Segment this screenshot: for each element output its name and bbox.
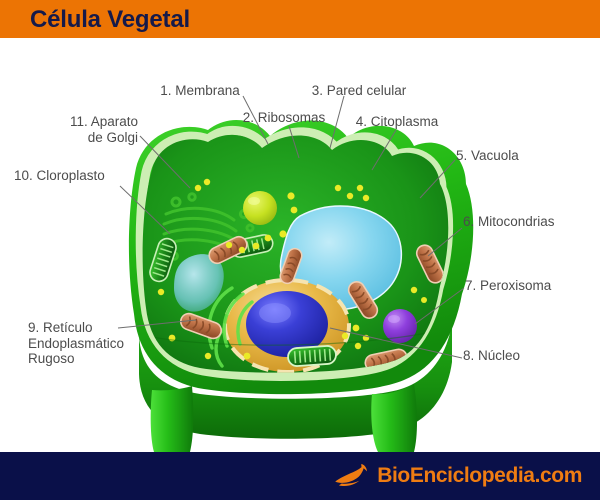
page-title: Célula Vegetal — [30, 6, 190, 33]
membrana-shape — [135, 125, 454, 381]
label-ribosomas: 2. Ribosomas — [242, 110, 326, 125]
label-pared-celular: 3. Pared celular — [311, 83, 407, 98]
label-mitocondrias: 6. Mitocondrias — [463, 214, 555, 229]
label-aparato-de-golgi: 11. Aparato de Golgi — [69, 114, 138, 145]
label-peroxisoma: 7. Peroxisoma — [465, 278, 552, 293]
label-cloroplasto: 10. Cloroplasto — [14, 168, 105, 183]
cell-base-3d — [139, 322, 452, 452]
label-reticulo-endoplasmatico-rugoso: 9. Retículo Endoplasmático Rugoso — [28, 320, 125, 366]
label-nucleo: 8. Núcleo — [463, 348, 521, 363]
vacuola-small-shape — [174, 254, 224, 312]
cell-wall-foot-right — [371, 384, 417, 452]
diagram-stage: 1. Membrana 2. Ribosomas 3. Pared celula… — [0, 38, 600, 452]
leader-lines — [117, 95, 465, 359]
label-citoplasma: 4. Citoplasma — [355, 114, 439, 129]
vesicle-sphere-shape — [243, 191, 277, 225]
footer-bar: BioEnciclopedia.com — [0, 452, 600, 500]
plant-cell-illustration — [117, 95, 474, 452]
logo-text: BioEnciclopedia.com — [377, 464, 582, 487]
label-vacuola: 5. Vacuola — [456, 148, 519, 163]
label-membrana: 1. Membrana — [160, 83, 240, 98]
site-logo[interactable]: BioEnciclopedia.com — [333, 460, 582, 492]
mitocondrias-shape — [179, 235, 445, 372]
cell-wall-foot-left — [150, 386, 194, 452]
bird-leaf-logo-icon — [335, 463, 368, 487]
header-bar: Célula Vegetal — [0, 0, 600, 38]
peroxisoma-shape — [383, 309, 417, 343]
